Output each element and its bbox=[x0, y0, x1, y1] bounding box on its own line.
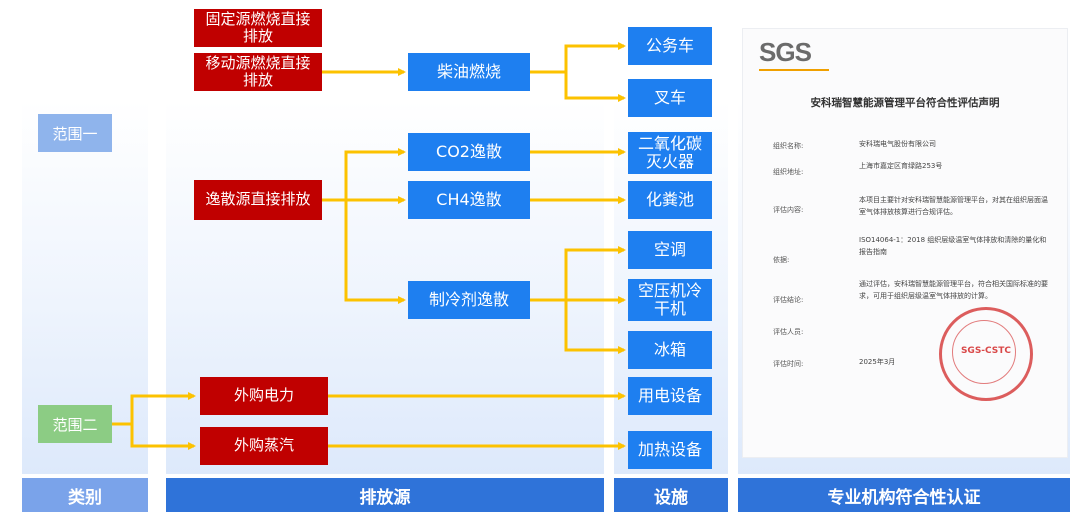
scope1-box: 范围一 bbox=[38, 114, 112, 152]
facility-septic-tank: 化粪池 bbox=[628, 181, 712, 219]
source-fixed-combustion: 固定源燃烧直接排放 bbox=[194, 9, 322, 47]
cert-label-date: 评估时间: bbox=[773, 360, 804, 368]
process-co2-fugitive: CO2逸散 bbox=[408, 133, 530, 171]
facility-air-conditioner: 空调 bbox=[628, 231, 712, 269]
arrow-refrigerant-fridge bbox=[564, 300, 626, 354]
process-ch4-fugitive: CH4逸散 bbox=[408, 181, 530, 219]
cert-label-scope: 评估内容: bbox=[773, 206, 804, 214]
official-seal-stamp: SGS-CSTC bbox=[939, 307, 1033, 401]
sgs-logo-underline bbox=[759, 69, 829, 71]
scope2-box: 范围二 bbox=[38, 405, 112, 443]
sgs-certificate: SGS 安科瑞智慧能源管理平台符合性评估声明 组织名称: 安科瑞电气股份有限公司… bbox=[742, 28, 1068, 458]
cert-value-org-name: 安科瑞电气股份有限公司 bbox=[859, 140, 936, 148]
cert-label-org-address: 组织地址: bbox=[773, 168, 804, 176]
source-mobile-combustion: 移动源燃烧直接排放 bbox=[194, 53, 322, 91]
source-footer: 排放源 bbox=[166, 478, 604, 512]
facility-refrigerator: 冰箱 bbox=[628, 331, 712, 369]
source-fugitive: 逸散源直接排放 bbox=[194, 180, 322, 220]
cert-label-conclusion: 评估结论: bbox=[773, 296, 804, 304]
cert-value-scope: 本项目主要针对安科瑞智慧能源管理平台，对其在组织层面温室气体排放核算进行合规评估… bbox=[859, 196, 1048, 216]
facility-footer: 设施 bbox=[614, 478, 728, 512]
facility-air-compressor-dryer: 空压机冷干机 bbox=[628, 279, 712, 321]
arrow-fugitive-co2 bbox=[344, 148, 406, 200]
arrow-diesel-forklift bbox=[564, 72, 626, 102]
seal-text: SGS-CSTC bbox=[960, 346, 1012, 356]
cert-label-basis: 依据: bbox=[773, 256, 790, 264]
arrow-fugitive-refrigerant bbox=[344, 200, 406, 304]
source-purchased-electricity: 外购电力 bbox=[200, 377, 328, 415]
cert-value-conclusion: 通过评估，安科瑞智慧能源管理平台，符合相关国际标准的要求，可用于组织层级温室气体… bbox=[859, 280, 1048, 300]
cert-value-org-address: 上海市嘉定区育绿路253号 bbox=[859, 162, 943, 170]
facility-heating-equipment: 加热设备 bbox=[628, 431, 712, 469]
process-diesel-combustion: 柴油燃烧 bbox=[408, 53, 530, 91]
facility-co2-extinguisher: 二氧化碳灭火器 bbox=[628, 132, 712, 174]
sgs-logo: SGS bbox=[759, 37, 812, 67]
arrow-diesel-bus bbox=[564, 42, 626, 72]
seal-inner-ring bbox=[952, 320, 1016, 384]
arrow-scope2-steam bbox=[130, 424, 196, 450]
cert-footer: 专业机构符合性认证 bbox=[738, 478, 1070, 512]
facility-forklift: 叉车 bbox=[628, 79, 712, 117]
cert-value-date: 2025年3月 bbox=[859, 358, 896, 366]
category-footer: 类别 bbox=[22, 478, 148, 512]
arrow-refrigerant-ac bbox=[564, 246, 626, 300]
certificate-title: 安科瑞智慧能源管理平台符合性评估声明 bbox=[810, 97, 1000, 109]
facility-official-car: 公务车 bbox=[628, 27, 712, 65]
arrow-scope2-elec bbox=[130, 392, 196, 424]
cert-label-org-name: 组织名称: bbox=[773, 142, 804, 150]
process-refrigerant-fugitive: 制冷剂逸散 bbox=[408, 281, 530, 319]
facility-electric-equipment: 用电设备 bbox=[628, 377, 712, 415]
cert-value-basis: ISO14064-1：2018 组织层级温室气体排放和清除的量化和报告指南 bbox=[859, 236, 1047, 256]
cert-label-assessor: 评估人员: bbox=[773, 328, 804, 336]
source-purchased-steam: 外购蒸汽 bbox=[200, 427, 328, 465]
